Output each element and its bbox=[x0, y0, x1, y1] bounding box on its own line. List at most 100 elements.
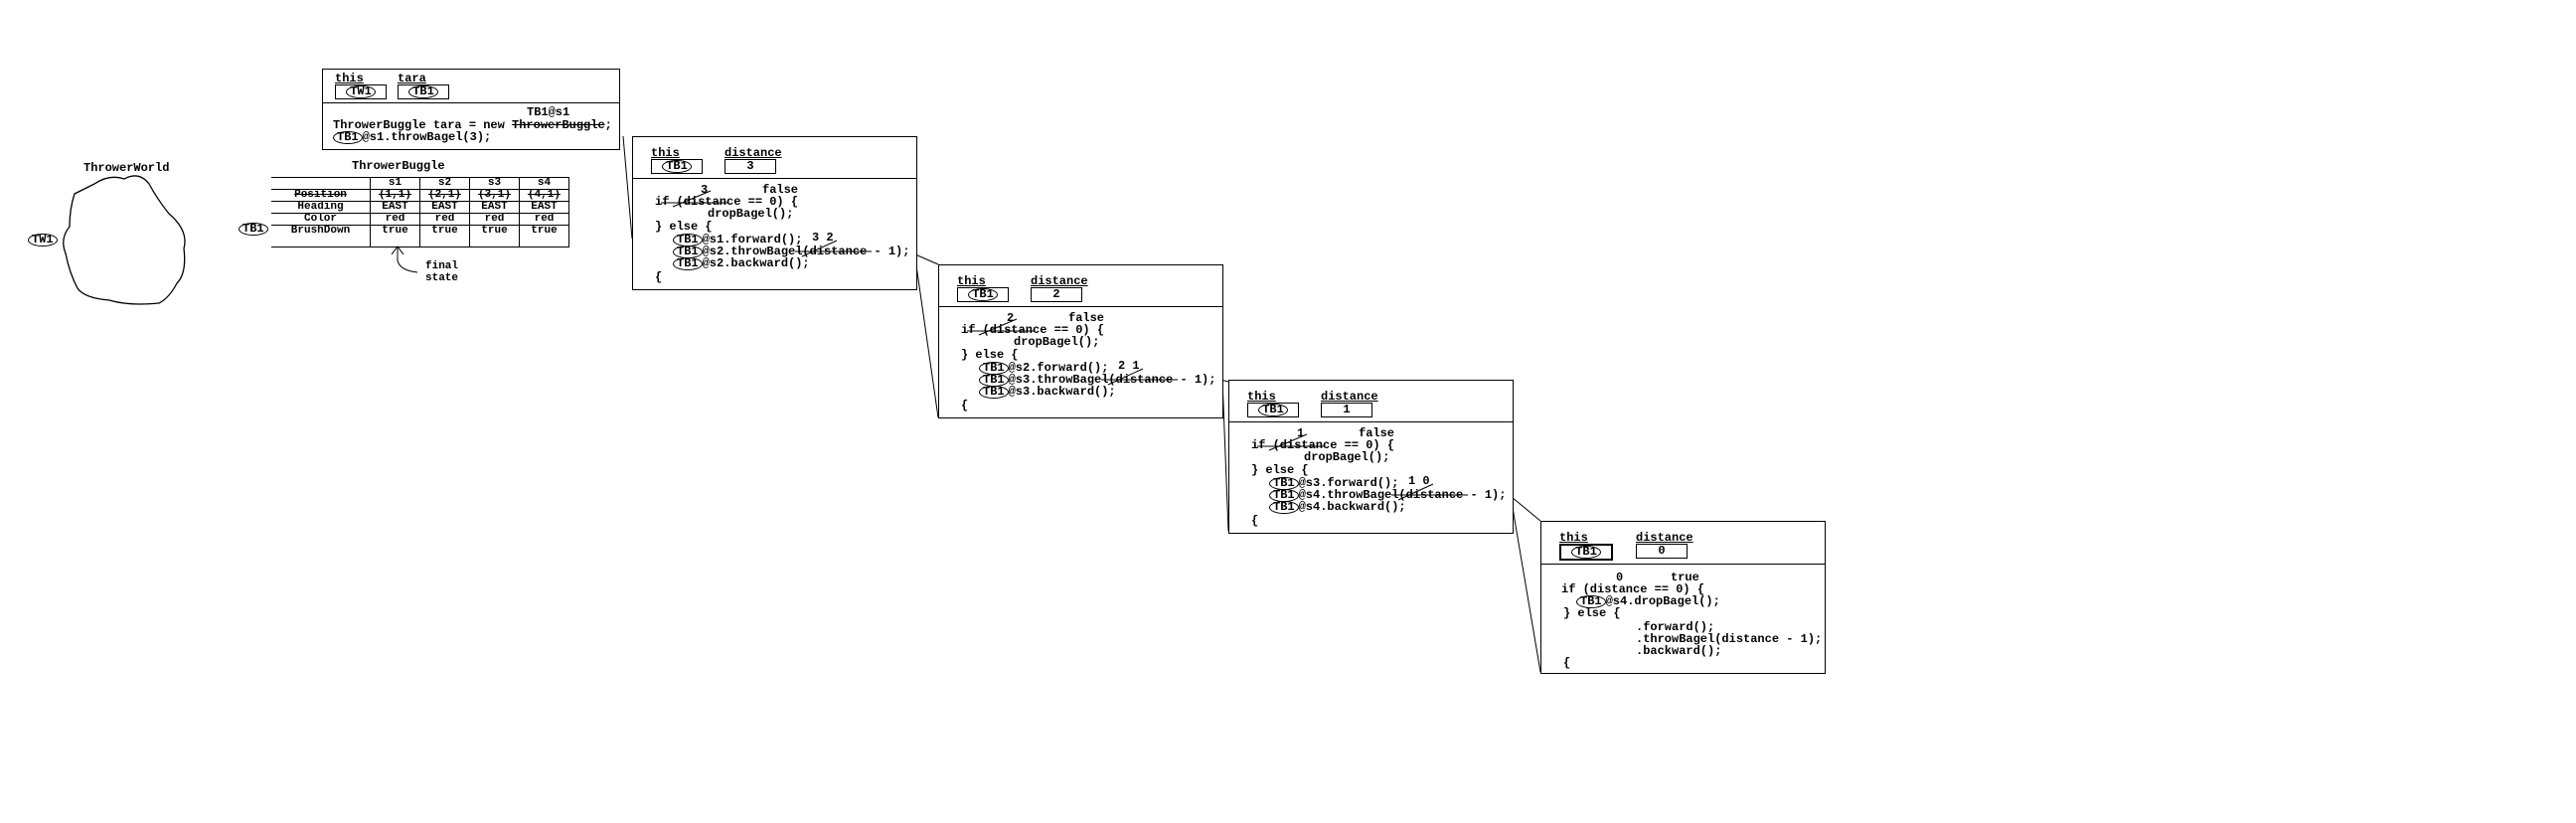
table-row: Position (1,1)(2,1)(3,1)(4,1) bbox=[271, 189, 569, 202]
var-label: this bbox=[335, 72, 364, 85]
code-close: { bbox=[655, 270, 663, 284]
ref-oval: TB1 bbox=[1571, 546, 1601, 559]
argument-annotation: 1 0 bbox=[1408, 474, 1430, 488]
cell: EAST bbox=[419, 201, 470, 214]
code-else: } else { bbox=[1563, 606, 1621, 620]
header-cell: s4 bbox=[519, 177, 569, 190]
code-line-1: ThrowerBuggle tara = new ThrowerBuggle; bbox=[333, 119, 612, 131]
var-label: tara bbox=[398, 72, 426, 85]
var-label: this bbox=[1247, 390, 1276, 404]
ref-oval: TB1 bbox=[333, 131, 363, 144]
code-line: TB1@s3.backward(); bbox=[979, 386, 1116, 399]
code-close: { bbox=[961, 399, 969, 412]
struck-text: ThrowerBuggle bbox=[512, 118, 605, 132]
annotation-ref: TB1@s1 bbox=[527, 105, 570, 119]
header-cell: s3 bbox=[469, 177, 520, 190]
main-frame: this TW1 tara TB1 TB1@s1 ThrowerBuggle t… bbox=[322, 69, 620, 150]
header-cell: s2 bbox=[419, 177, 470, 190]
row-label: Color bbox=[271, 213, 371, 226]
cell: (1,1) bbox=[370, 189, 420, 202]
row-label: Heading bbox=[271, 201, 371, 214]
var-label: distance bbox=[1321, 390, 1378, 404]
var-box: TB1 bbox=[651, 159, 703, 174]
cell: red bbox=[519, 213, 569, 226]
buggle-state-table: s1 s2 s3 s4 Position (1,1)(2,1)(3,1)(4,1… bbox=[271, 177, 569, 247]
ref-oval: TB1 bbox=[662, 160, 692, 173]
code-text: ThrowerBuggle tara = new bbox=[333, 118, 513, 132]
ref-oval: TB1 bbox=[1576, 595, 1606, 608]
var-label: this bbox=[957, 274, 986, 288]
distance-annotation: 2 bbox=[1007, 311, 1015, 325]
code-body: dropBagel(); bbox=[708, 207, 794, 221]
ref-oval: TB1 bbox=[968, 288, 998, 301]
code-else: } else { bbox=[1251, 463, 1309, 477]
code-text: @s2.backward(); bbox=[702, 256, 810, 270]
var-box: TB1 bbox=[957, 287, 1009, 302]
distance-annotation: 3 bbox=[701, 183, 709, 197]
var-label: this bbox=[1559, 531, 1588, 545]
cell: true bbox=[519, 225, 569, 247]
var-box: TB1 bbox=[398, 84, 449, 99]
code-line: .forward(); bbox=[1636, 620, 1715, 634]
argument-annotation: 3 2 bbox=[812, 231, 834, 245]
buggle-ref: TB1 bbox=[239, 222, 268, 236]
table-header: s1 s2 s3 s4 bbox=[271, 177, 569, 190]
code-line: TB1@s2.backward(); bbox=[673, 257, 810, 270]
code-else: } else { bbox=[961, 348, 1019, 362]
code-text: @s1.throwBagel(3); bbox=[362, 130, 492, 144]
code-body: dropBagel(); bbox=[1014, 335, 1100, 349]
var-label: distance bbox=[1636, 531, 1693, 545]
final-state-arrow bbox=[391, 246, 418, 273]
header-cell: s1 bbox=[370, 177, 420, 190]
code-close: { bbox=[1563, 656, 1571, 670]
code-text: @s4.dropBagel(); bbox=[1605, 594, 1720, 608]
cell: true bbox=[469, 225, 520, 247]
main-frame-vars: this TW1 tara TB1 bbox=[323, 70, 619, 103]
code-text: @s1.forward(); bbox=[702, 233, 803, 247]
condition-annotation: true bbox=[1671, 571, 1699, 584]
code-line: .throwBagel(distance - 1); bbox=[1636, 632, 1823, 646]
row-label: Position bbox=[271, 189, 371, 202]
var-box: 0 bbox=[1636, 544, 1688, 559]
cell: true bbox=[370, 225, 420, 247]
code-body: dropBagel(); bbox=[1304, 450, 1390, 464]
ref-oval: TB1 bbox=[1258, 404, 1288, 416]
final-state-note: final state bbox=[425, 260, 459, 284]
code-else: } else { bbox=[655, 220, 713, 234]
cell: (3,1) bbox=[469, 189, 520, 202]
cell: (4,1) bbox=[519, 189, 569, 202]
ref-oval: TB1 bbox=[239, 223, 268, 236]
var-tara: tara TB1 bbox=[398, 73, 449, 99]
condition-annotation: false bbox=[1068, 311, 1105, 325]
condition-annotation: false bbox=[762, 183, 799, 197]
var-box: 2 bbox=[1031, 287, 1082, 302]
code-if: if (distance == 0) { bbox=[1561, 582, 1705, 596]
ref-oval: TW1 bbox=[346, 85, 376, 98]
code-text: @s2.forward(); bbox=[1008, 361, 1109, 375]
cell: red bbox=[419, 213, 470, 226]
var-label: distance bbox=[724, 146, 782, 160]
ref-oval: TB1 bbox=[1269, 501, 1299, 514]
row-label: BrushDown bbox=[271, 225, 371, 247]
code-line: TB1@s2.forward(); bbox=[979, 362, 1108, 375]
cell: EAST bbox=[370, 201, 420, 214]
argument-annotation: 2 1 bbox=[1118, 359, 1140, 373]
distance-annotation: 0 bbox=[1616, 571, 1624, 584]
var-box: 1 bbox=[1321, 403, 1372, 417]
cell: EAST bbox=[469, 201, 520, 214]
